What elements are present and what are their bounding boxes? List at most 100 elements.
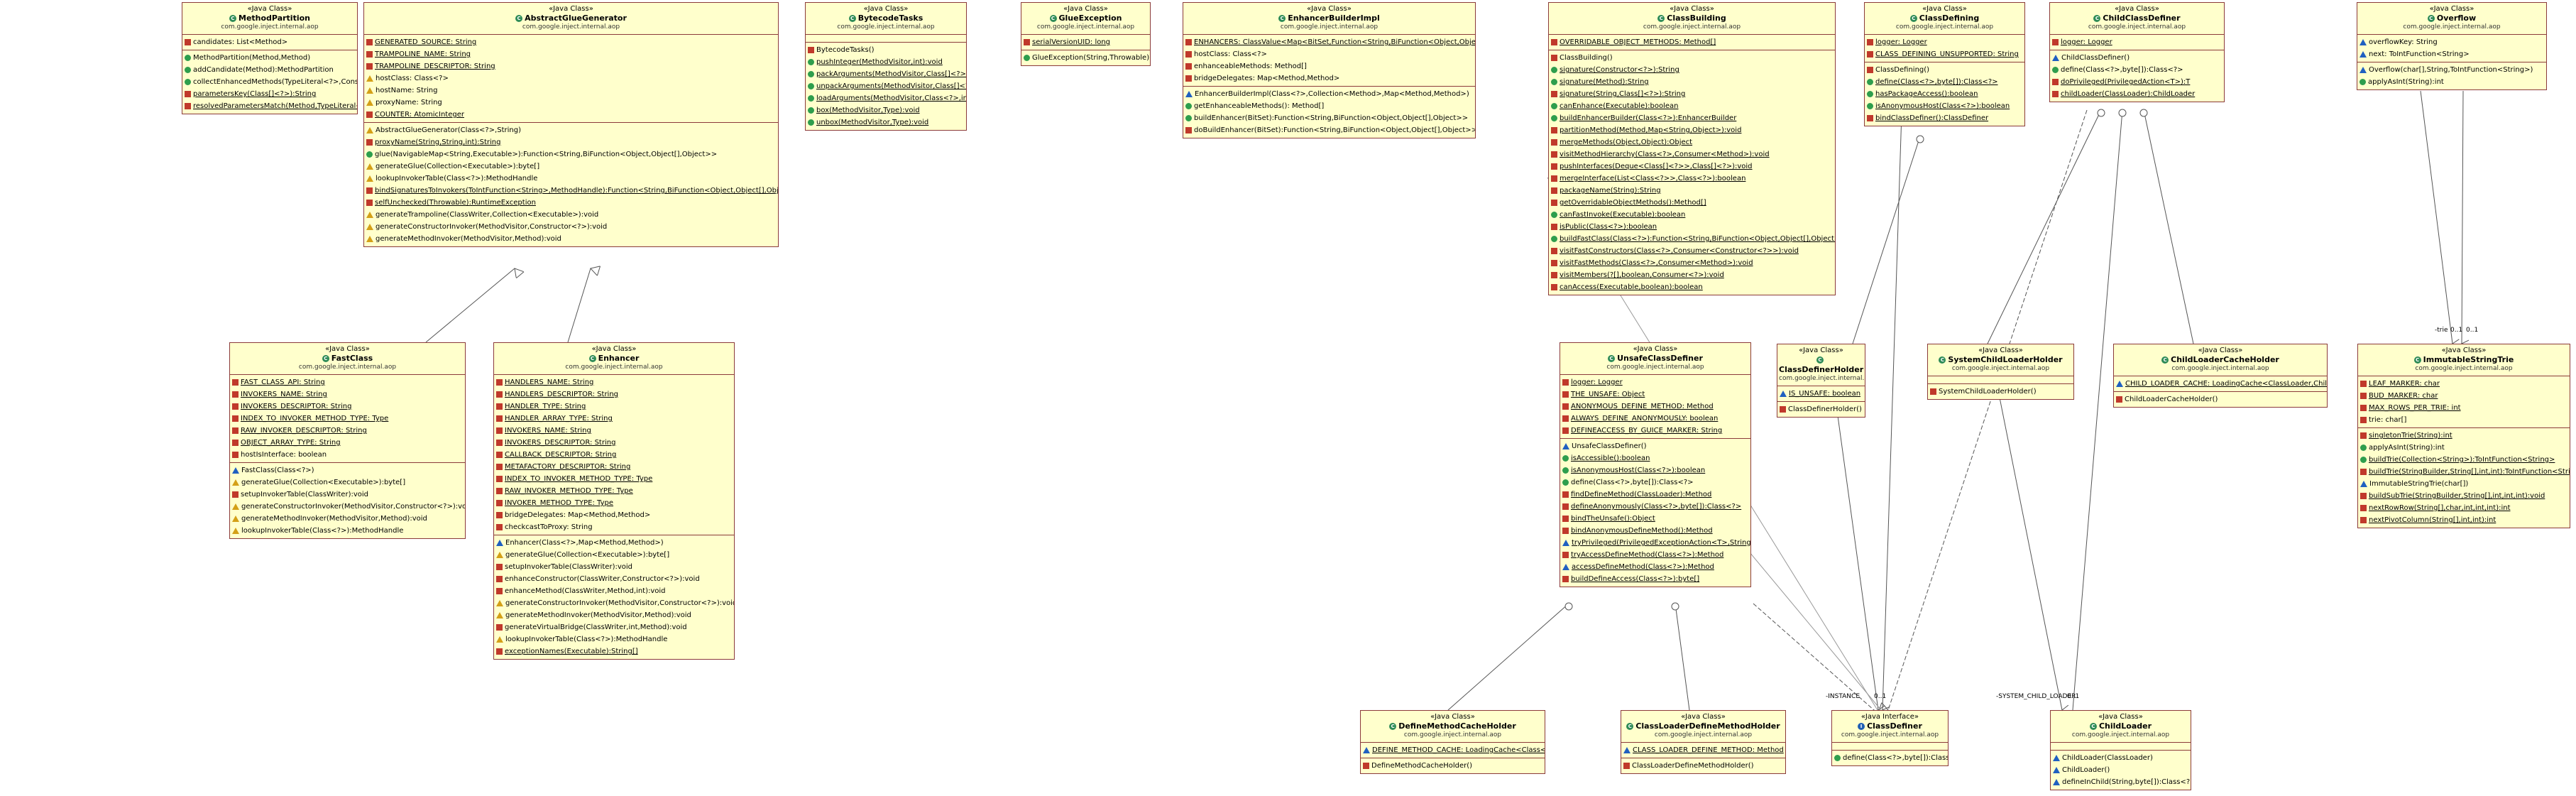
method-row[interactable]: generateMethodInvoker(MethodVisitor,Meth… [366,233,776,245]
method-row[interactable]: lookupInvokerTable(Class<?>):MethodHandl… [232,525,463,537]
method-row[interactable]: canAccess(Executable,boolean):boolean [1551,281,1833,293]
method-row[interactable]: buildTrie(Collection<String>):ToIntFunct… [2360,454,2567,466]
field-row[interactable]: logger: Logger [2052,36,2222,48]
method-row[interactable]: nextRowRow(String[],char,int,int,int):in… [2360,502,2567,514]
method-row[interactable]: buildDefineAccess(Class<?>):byte[] [1562,573,1748,585]
field-row[interactable]: RAW_INVOKER_DESCRIPTOR: String [232,425,463,437]
method-row[interactable]: glue(NavigableMap<String,Executable>):Fu… [366,148,776,160]
method-row[interactable]: generateGlue(Collection<Executable>):byt… [496,549,732,561]
method-row[interactable]: signature(Constructor<?>):String [1551,64,1833,76]
method-row[interactable]: ChildClassDefiner() [2052,52,2222,64]
method-row[interactable]: addCandidate(Method):MethodPartition [185,64,355,76]
method-row[interactable]: define(Class<?>,byte[]):Class<?> [2052,64,2222,76]
field-row[interactable]: serialVersionUID: long [1024,36,1148,48]
field-row[interactable]: COUNTER: AtomicInteger [366,109,776,121]
method-row[interactable]: define(Class<?>,byte[]):Class<?> [1562,476,1748,489]
method-row[interactable]: buildSubTrie(StringBuilder,String[],int,… [2360,490,2567,502]
field-row[interactable]: trie: char[] [2360,414,2567,426]
method-row[interactable]: isAccessible():boolean [1562,452,1748,464]
method-row[interactable]: UnsafeClassDefiner() [1562,440,1748,452]
method-row[interactable]: generateConstructorInvoker(MethodVisitor… [366,221,776,233]
method-row[interactable]: buildFastClass(Class<?>):Function<String… [1551,233,1835,245]
method-row[interactable]: tryPrivileged(PrivilegedExceptionAction<… [1562,537,1750,549]
method-row[interactable]: bindClassDefiner():ClassDefiner [1867,112,2022,124]
field-row[interactable]: INDEX_TO_INVOKER_METHOD_TYPE: Type [232,413,463,425]
method-row[interactable]: ClassBuilding() [1551,52,1833,64]
method-row[interactable]: isPublic(Class<?>):boolean [1551,221,1833,233]
method-row[interactable]: tryAccessDefineMethod(Class<?>):Method [1562,549,1748,561]
field-row[interactable]: THE_UNSAFE: Object [1562,388,1748,400]
method-row[interactable]: generateVirtualBridge(ClassWriter,int,Me… [496,621,732,633]
field-row[interactable]: logger: Logger [1867,36,2022,48]
field-row[interactable]: CLASS_DEFINING_UNSUPPORTED: String [1867,48,2022,60]
field-row[interactable]: enhanceableMethods: Method[] [1185,60,1473,72]
method-row[interactable]: ChildLoaderCacheHolder() [2116,393,2325,405]
method-row[interactable]: generateMethodInvoker(MethodVisitor,Meth… [496,609,732,621]
method-row[interactable]: ClassDefining() [1867,64,2022,76]
field-row[interactable]: BUD_MARKER: char [2360,390,2567,402]
method-row[interactable]: generateGlue(Collection<Executable>):byt… [232,476,463,489]
method-row[interactable]: enhanceConstructor(ClassWriter,Construct… [496,573,732,585]
method-row[interactable]: unbox(MethodVisitor,Type):void [808,116,964,129]
field-row[interactable]: HANDLER_ARRAY_TYPE: String [496,413,732,425]
method-row[interactable]: FastClass(Class<?>) [232,464,463,476]
field-row[interactable]: LEAF_MARKER: char [2360,378,2567,390]
method-row[interactable]: pushInteger(MethodVisitor,int):void [808,56,964,68]
method-row[interactable]: selfUnchecked(Throwable):RuntimeExceptio… [366,197,776,209]
method-row[interactable]: hasPackageAccess():boolean [1867,88,2022,100]
field-row[interactable]: TRAMPOLINE_DESCRIPTOR: String [366,60,776,72]
method-row[interactable]: EnhancerBuilderImpl(Class<?>,Collection<… [1185,88,1473,100]
method-row[interactable]: proxyName(String,String,int):String [366,136,776,148]
field-row[interactable]: hostName: String [366,84,776,97]
method-row[interactable]: ChildLoader() [2053,764,2188,776]
method-row[interactable]: visitMembers(?[],boolean,Consumer<?>):vo… [1551,269,1833,281]
method-row[interactable]: ImmutableStringTrie(char[]) [2360,478,2567,490]
field-row[interactable]: HANDLERS_NAME: String [496,376,732,388]
method-row[interactable]: mergeInterface(List<Class<?>>,Class<?>):… [1551,173,1833,185]
method-row[interactable]: buildEnhancerBuilder(Class<?>):EnhancerB… [1551,112,1833,124]
method-row[interactable]: accessDefineMethod(Class<?>):Method [1562,561,1748,573]
method-row[interactable]: ClassDefinerHolder() [1780,403,1863,415]
method-row[interactable]: generateConstructorInvoker(MethodVisitor… [496,597,734,609]
method-row[interactable]: defineInChild(String,byte[]):Class<?> [2053,776,2191,788]
field-row[interactable]: hostIsInterface: boolean [232,449,463,461]
field-row[interactable]: DEFINEACCESS_BY_GUICE_MARKER: String [1562,425,1748,437]
field-row[interactable]: ENHANCERS: ClassValue<Map<BitSet,Functio… [1185,36,1475,48]
field-row[interactable]: METAFACTORY_DESCRIPTOR: String [496,461,732,473]
field-row[interactable]: hostClass: Class<?> [366,72,776,84]
method-row[interactable]: MethodPartition(Method,Method) [185,52,355,64]
field-row[interactable]: bridgeDelegates: Map<Method,Method> [496,509,732,521]
method-row[interactable]: bindAnonymousDefineMethod():Method [1562,525,1748,537]
method-row[interactable]: unpackArguments(MethodVisitor,Class[]<?>… [808,80,966,92]
field-row[interactable]: next: ToIntFunction<String> [2359,48,2544,60]
field-row[interactable]: FAST_CLASS_API: String [232,376,463,388]
field-row[interactable]: overflowKey: String [2359,36,2544,48]
method-row[interactable]: enhanceMethod(ClassWriter,Method,int):vo… [496,585,732,597]
field-row[interactable]: checkcastToProxy: String [496,521,732,533]
method-row[interactable]: applyAsInt(String):int [2359,76,2544,88]
method-row[interactable]: ChildLoader(ClassLoader) [2053,752,2188,764]
field-row[interactable]: CALLBACK_DESCRIPTOR: String [496,449,732,461]
method-row[interactable]: packArguments(MethodVisitor,Class[]<?>):… [808,68,966,80]
field-row[interactable]: HANDLERS_DESCRIPTOR: String [496,388,732,400]
method-row[interactable]: getOverridableObjectMethods():Method[] [1551,197,1833,209]
method-row[interactable]: defineAnonymously(Class<?>,byte[]):Class… [1562,501,1748,513]
method-row[interactable]: nextPivotColumn(String[],int,int):int [2360,514,2567,526]
field-row[interactable]: CLASS_LOADER_DEFINE_METHOD: Method [1623,744,1784,756]
method-row[interactable]: DefineMethodCacheHolder() [1363,760,1542,772]
field-row[interactable]: INVOKERS_DESCRIPTOR: String [496,437,732,449]
